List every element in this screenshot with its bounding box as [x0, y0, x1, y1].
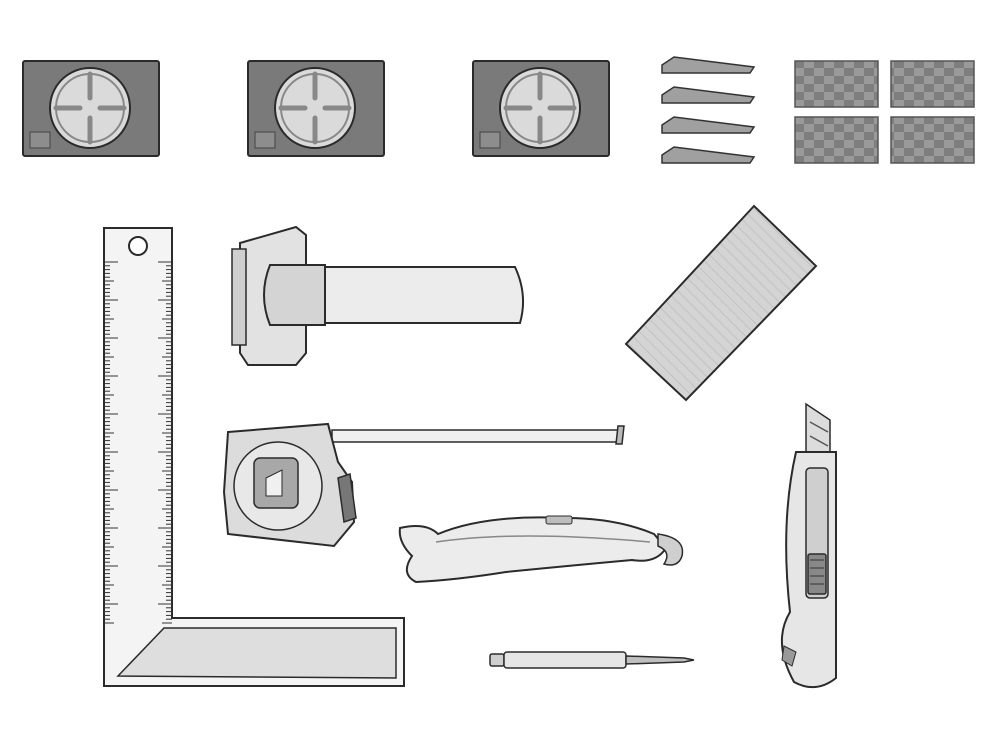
- tape-measure-icon: [222, 422, 625, 548]
- utility-knife-icon: [780, 402, 837, 689]
- suction-cup-icon: [22, 60, 160, 157]
- utility-knife: [770, 402, 842, 694]
- tape-measure: [222, 422, 632, 552]
- suction-cup-2: [247, 60, 387, 158]
- pencil-icon: [489, 651, 695, 669]
- suction-cup-3: [472, 60, 612, 158]
- wedge-shims-icon: [661, 56, 756, 164]
- tapping-block-icon: [231, 225, 525, 366]
- spacer-tiles: [794, 60, 976, 164]
- wood-block-icon: [624, 204, 818, 402]
- suction-cup-icon: [472, 60, 610, 157]
- suction-cup-icon: [247, 60, 385, 157]
- shims: [660, 55, 760, 165]
- wood-block: [624, 204, 820, 404]
- suction-cup-1: [22, 60, 162, 158]
- carpenter-square-icon: [103, 227, 405, 687]
- square: [102, 226, 412, 692]
- hook-knife: [396, 512, 688, 586]
- hook-knife-icon: [398, 515, 684, 584]
- pencil: [488, 650, 698, 670]
- tapping-block: [230, 225, 530, 367]
- spacer-tiles-icon: [794, 60, 975, 164]
